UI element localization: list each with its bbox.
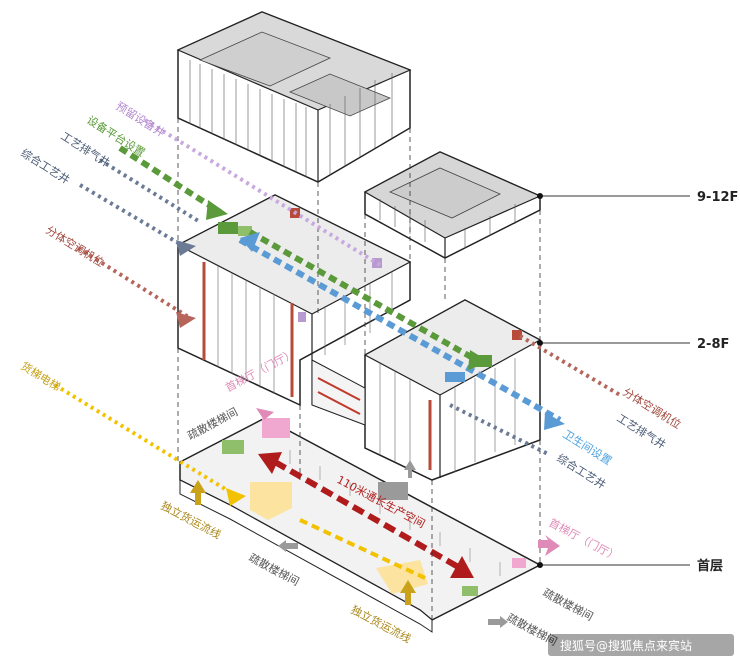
evac-stair-label-right-1: 疏散楼梯间 [541,585,596,623]
projection-lines [177,118,541,620]
logistics-arrow-1 [190,480,206,505]
equipment-platform-mark [218,222,238,234]
lobby-label-right: 首梯厅（门厅） [547,515,622,564]
floor-label-2-8f: 2-8F [697,337,729,352]
middle-floors-block [176,194,542,481]
freight-elevator-label: 货梯电梯 [18,359,63,394]
evac-stair-label-mid: 疏散楼梯间 [247,550,302,588]
callout-lines [53,118,622,580]
watermark-bg [548,634,734,656]
floor-label-ground: 首层 [697,558,723,574]
freight-area-2 [376,560,428,594]
floor-label-9-12f: 9-12F [697,190,738,205]
freight-area-1 [250,482,292,520]
integrated-shaft-label-left: 综合工艺井 [18,146,72,187]
split-ac-label-left: 分体空调机位 [43,223,106,270]
upper-tower-right [363,151,542,259]
floor-leaders [537,193,690,568]
logistics-arrow-2 [400,580,416,605]
ground-floor-plan: 110米通长生产空间 [179,417,542,633]
lobby-area [262,418,290,438]
upper-tower-left [176,11,412,183]
watermark: 搜狐号@搜狐焦点来宾站 [560,638,692,653]
